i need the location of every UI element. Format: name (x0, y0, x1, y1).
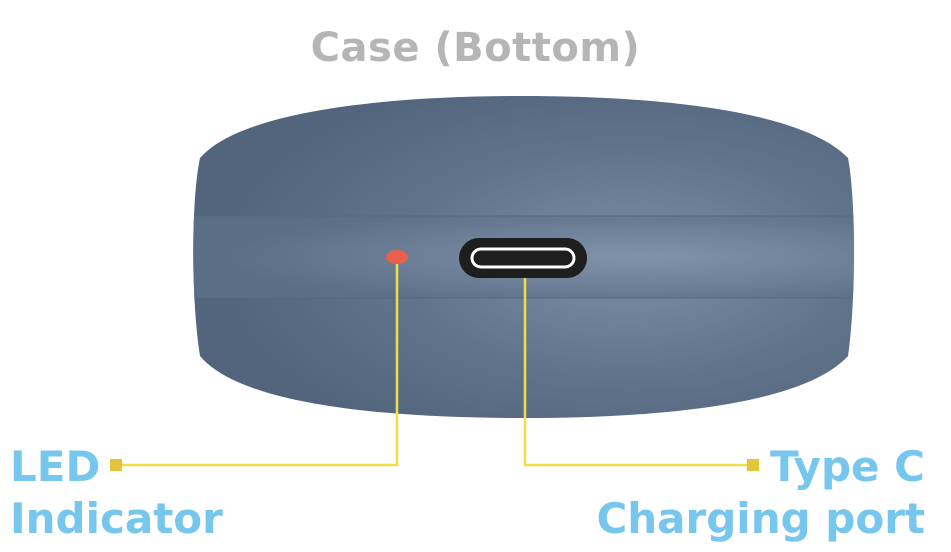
port-leader-line (523, 278, 752, 467)
usb-c-port-icon (459, 238, 587, 278)
charging-port-label: Type C Charging port (596, 441, 925, 545)
led-leader-line (116, 264, 399, 467)
led-indicator-icon (386, 250, 408, 264)
led-leader-marker (110, 459, 122, 471)
led-indicator-label: LED Indicator (10, 441, 223, 545)
diagram-title: Case (Bottom) (310, 25, 641, 71)
port-label-line1: Type C (769, 442, 925, 491)
port-label-line2: Charging port (596, 494, 925, 543)
led-label-line2: Indicator (10, 494, 223, 543)
port-leader-marker (747, 459, 759, 471)
led-label-line1: LED (10, 442, 101, 491)
